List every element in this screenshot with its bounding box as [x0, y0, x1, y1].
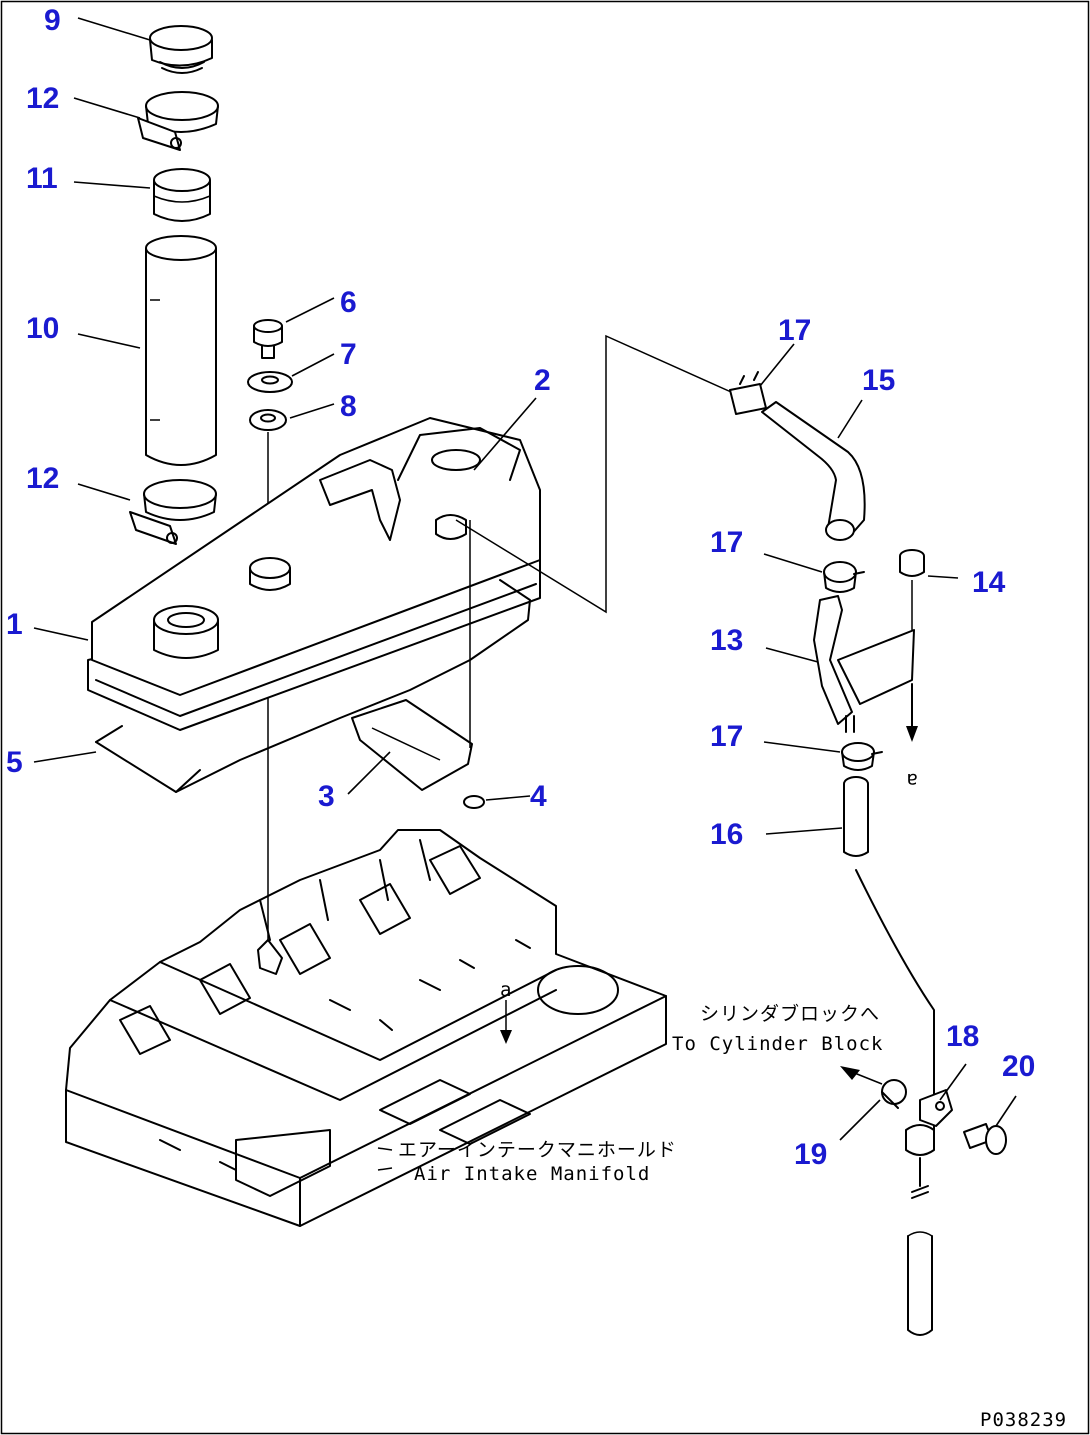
note-cylinder-block-en: To Cylinder Block: [672, 1033, 883, 1055]
figure-code: P038239: [980, 1409, 1067, 1431]
part-13-breather-bracket: [813, 595, 918, 742]
callout-12-upper: 12: [26, 82, 59, 115]
marker-a-block: a: [500, 979, 512, 1044]
callout-1: 1: [6, 608, 23, 641]
callout-3: 3: [318, 780, 335, 813]
callout-7: 7: [340, 338, 357, 371]
note-air-intake-jp: エアーインテークマニホールド: [398, 1139, 677, 1161]
callout-10: 10: [26, 312, 59, 345]
part-7-washer: [247, 371, 293, 393]
part-9-cap: [149, 25, 213, 74]
routing-line-cover-to-hose: [455, 334, 741, 614]
part-15-hose: [761, 401, 866, 541]
callout-11: 11: [26, 162, 58, 195]
callout-13: 13: [710, 624, 743, 657]
part-17-middle-clip: [823, 561, 865, 593]
marker-a-hose: a: [906, 769, 918, 791]
callout-18: 18: [946, 1020, 979, 1053]
note-air-intake-en: Air Intake Manifold: [414, 1163, 650, 1185]
callout-16: 16: [710, 818, 743, 851]
leader-lines: [33, 17, 1017, 1141]
part-17-upper-clip: [729, 371, 767, 415]
part-12-lower-clamp: [129, 479, 217, 545]
part-4-nut: [463, 795, 485, 809]
callout-8: 8: [340, 390, 357, 423]
part-14-bolt: [899, 549, 925, 630]
part-5-gasket: [95, 579, 531, 793]
part-1-head-cover: [87, 417, 541, 731]
callout-15: 15: [862, 364, 895, 397]
annotation-notes: シリンダブロックへ To Cylinder Block エアーインテークマニホー…: [377, 1002, 883, 1185]
callout-4: 4: [530, 780, 547, 813]
callout-9: 9: [44, 4, 61, 37]
callout-12-lower: 12: [26, 462, 59, 495]
callout-14: 14: [972, 566, 1006, 599]
part-20-bolt: [963, 1123, 1007, 1155]
part-8-grommet: [249, 409, 287, 431]
callout-19: 19: [794, 1138, 827, 1171]
drain-line: [855, 869, 935, 1131]
marker-a-label: a: [500, 979, 512, 1001]
callout-labels: 9 12 11 10 12 1 5 6 7 8 2 3 4 17 15 17 1…: [6, 4, 1035, 1171]
callout-5: 5: [6, 746, 23, 779]
part-12-upper-clamp: [137, 91, 219, 151]
callout-17-upper: 17: [778, 314, 811, 347]
part-11-sleeve: [153, 168, 211, 222]
callout-2: 2: [534, 364, 551, 397]
part-18-clamp: [905, 1089, 953, 1156]
callout-6: 6: [340, 286, 357, 319]
callout-17-lower: 17: [710, 720, 743, 753]
part-19-collar: [840, 1066, 907, 1109]
part-17-lower-clip: [841, 742, 883, 771]
part-16-hose: [843, 776, 869, 857]
drain-pipe-lower: [907, 1157, 933, 1336]
part-10-pipe: [145, 235, 217, 466]
part-3-plate: [351, 699, 473, 791]
callout-20: 20: [1002, 1050, 1035, 1083]
part-6-bolt: [253, 319, 283, 359]
note-cylinder-block-jp: シリンダブロックへ: [700, 1002, 880, 1025]
callout-17-middle: 17: [710, 526, 743, 559]
engine-cylinder-head: [65, 829, 667, 1227]
